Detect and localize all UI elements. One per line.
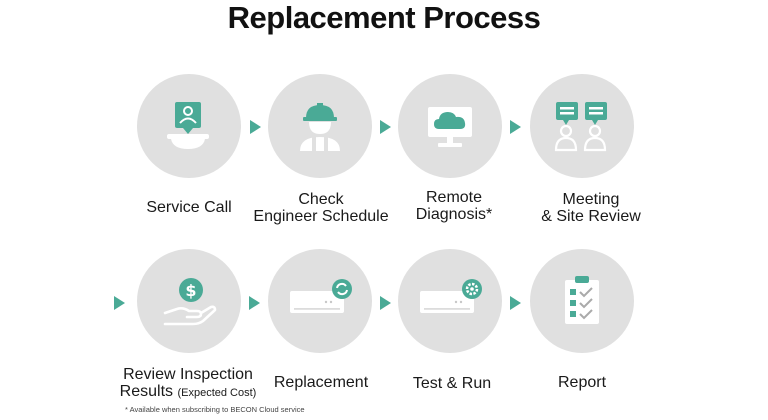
step-7-circle xyxy=(398,249,502,353)
flow-arrow xyxy=(380,120,391,134)
step-label: Service Call xyxy=(146,199,232,216)
flow-arrow xyxy=(510,296,521,310)
page-title: Replacement Process xyxy=(227,0,541,35)
step-note: (Expected Cost) xyxy=(177,387,257,399)
step-label: Meeting& Site Review xyxy=(541,191,641,225)
step-1-circle xyxy=(137,74,241,178)
flow-arrow xyxy=(250,120,261,134)
svg-text:$: $ xyxy=(185,281,196,300)
service-call-icon xyxy=(167,102,209,149)
flow-arrow xyxy=(114,296,125,310)
flow-arrow xyxy=(249,296,260,310)
clipboard-report-icon xyxy=(565,276,599,324)
step-label: Test & Run xyxy=(412,375,492,392)
cloud-monitor-icon xyxy=(428,107,472,147)
cost-hand-icon: $ xyxy=(163,278,217,326)
step-label: Replacement xyxy=(273,374,369,391)
step-8-circle xyxy=(530,249,634,353)
footnote: * Available when subscribing to BECON Cl… xyxy=(125,405,305,414)
step-4-circle xyxy=(530,74,634,178)
ac-unit-replace-icon xyxy=(290,279,352,313)
step-3-circle xyxy=(398,74,502,178)
ac-unit-test-icon xyxy=(420,279,482,313)
step-5-circle: $ xyxy=(137,249,241,353)
step-6-circle xyxy=(268,249,372,353)
step-label: Report xyxy=(557,374,607,391)
flow-arrow xyxy=(510,120,521,134)
meeting-icon xyxy=(554,102,607,152)
step-2-circle xyxy=(268,74,372,178)
engineer-icon xyxy=(300,103,340,151)
flow-arrow xyxy=(380,296,391,310)
